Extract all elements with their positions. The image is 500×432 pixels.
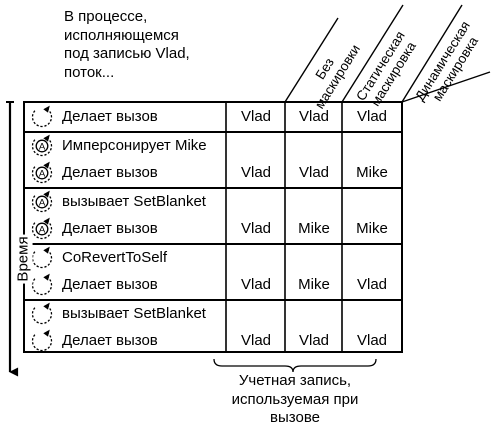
value-cell: Vlad	[298, 164, 330, 181]
row-icons: A A A A	[31, 105, 53, 352]
row-action: Делает вызов	[62, 332, 158, 349]
value-cell: Vlad	[240, 276, 272, 293]
value-cell: Vlad	[298, 108, 330, 125]
row-action: Делает вызов	[62, 108, 158, 125]
value-cell: Vlad	[240, 220, 272, 237]
value-cell: Vlad	[356, 332, 388, 349]
intro-line: исполняющемся	[64, 26, 179, 44]
value-cell: Vlad	[240, 332, 272, 349]
row-action: Делает вызов	[62, 276, 158, 293]
intro-line: В процессе,	[64, 8, 148, 25]
svg-text:A: A	[39, 198, 46, 209]
row-action: Имперсонирует Mike	[62, 137, 207, 154]
value-cell: Mike	[356, 220, 388, 237]
intro-text: В процессе, исполняющемся под записью Vl…	[64, 8, 190, 82]
value-cell: Mike	[356, 164, 388, 181]
impersonation-a-icon: A	[31, 134, 53, 157]
header-slant	[401, 4, 463, 103]
value-cell: Vlad	[356, 108, 388, 125]
header-slant	[401, 71, 491, 103]
value-cell: Vlad	[356, 276, 388, 293]
table-frame	[23, 101, 403, 353]
footer-caption: Учетная запись, используемая при вызове	[212, 372, 378, 428]
footer-bracket	[213, 358, 377, 373]
circular-arrow-icon	[31, 302, 53, 325]
impersonation-a-icon: A	[31, 217, 53, 240]
svg-text:A: A	[39, 169, 46, 180]
circular-arrow-icon	[31, 273, 53, 296]
impersonation-a-icon: A	[31, 190, 53, 213]
svg-text:A: A	[39, 225, 46, 236]
value-cell: Mike	[298, 276, 330, 293]
circular-arrow-icon	[31, 329, 53, 352]
row-action: Делает вызов	[62, 164, 158, 181]
footer-line: используемая при	[231, 390, 359, 408]
row-action: вызывает SetBlanket	[62, 305, 206, 322]
impersonation-a-icon: A	[31, 161, 53, 184]
footer-line: Учетная запись,	[238, 372, 352, 389]
circular-arrow-icon	[31, 105, 53, 128]
footer-line: вызове	[270, 409, 320, 426]
value-cell: Mike	[298, 220, 330, 237]
intro-line: под записью Vlad,	[64, 45, 190, 62]
row-action: CoRevertToSelf	[62, 249, 168, 266]
header-slant	[284, 17, 339, 103]
header-slant	[341, 4, 404, 103]
row-action: Делает вызов	[62, 220, 158, 237]
value-cell: Vlad	[298, 332, 330, 349]
value-cell: Vlad	[240, 164, 272, 181]
svg-text:A: A	[39, 142, 46, 153]
value-cell: Vlad	[240, 108, 272, 125]
time-axis-label: Время	[14, 234, 33, 284]
intro-line: поток...	[64, 63, 115, 81]
row-action: вызывает SetBlanket	[62, 193, 206, 210]
circular-arrow-icon	[31, 246, 53, 269]
